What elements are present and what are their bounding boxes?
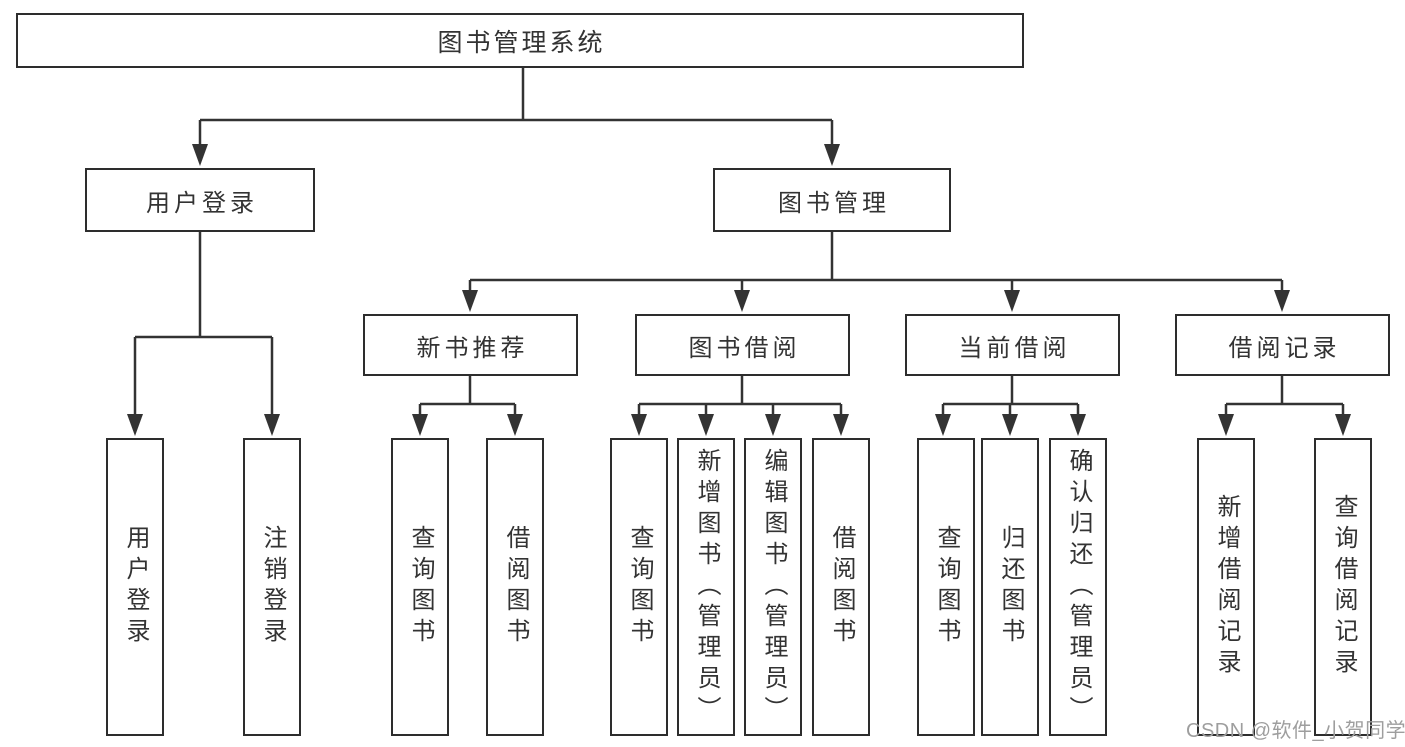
arrowhead-icon [264,414,280,436]
arrowhead-icon [1274,290,1290,312]
node-label: 图书管理系统 [437,28,606,57]
arrowhead-icon [412,414,428,436]
connector-book-borrow-fork [637,376,843,420]
connector-user-login-fork [133,232,274,420]
node-book-management: 图书管理 [713,168,951,232]
arrowhead-icon [765,414,781,436]
leaf-user-login: 用户登录 [106,438,164,736]
arrowhead-icon [462,290,478,312]
arrowhead-icon [824,144,840,166]
leaf-logout: 注销登录 [243,438,301,736]
arrowhead-icon [192,144,208,166]
node-label: 用户登录 [146,189,258,217]
node-current-borrow: 当前借阅 [905,314,1120,376]
node-label: 归还图书 [997,525,1024,649]
arrowhead-icon [1070,414,1086,436]
node-book-borrow: 图书借阅 [635,314,850,376]
node-label: 借阅记录 [1228,334,1341,362]
arrowhead-icon [698,414,714,436]
node-label: 用户登录 [122,525,149,649]
connector-new-book-fork [418,376,517,420]
leaf-edit-books-admin: 编辑图书（管理员） [744,438,802,736]
node-label: 借阅图书 [828,525,855,649]
leaf-add-books-admin: 新增图书（管理员） [677,438,735,736]
connector-root-fork [198,68,834,150]
node-label: 新增借阅记录 [1213,494,1240,680]
leaf-add-borrow-record: 新增借阅记录 [1197,438,1255,736]
arrowhead-icon [1335,414,1351,436]
arrowhead-icon [1002,414,1018,436]
node-label: 借阅图书 [502,525,529,649]
leaf-query-borrow-record: 查询借阅记录 [1314,438,1372,736]
node-label: 确认归还（管理员） [1065,447,1092,727]
arrowhead-icon [1218,414,1234,436]
arrowheads [127,144,1351,436]
node-label: 新书推荐 [416,334,529,362]
arrowhead-icon [1004,290,1020,312]
leaf-query-books: 查询图书 [391,438,449,736]
node-label: 查询图书 [933,525,960,649]
connector-borrow-records-fork [1224,376,1345,420]
node-label: 图书管理 [778,189,890,217]
node-label: 注销登录 [259,525,286,649]
leaf-borrow-books: 借阅图书 [486,438,544,736]
node-library-management-system: 图书管理系统 [16,13,1024,68]
connector-current-borrow-fork [941,376,1080,420]
node-label: 图书借阅 [688,334,801,362]
node-label: 编辑图书（管理员） [760,447,787,727]
node-label: 查询图书 [626,525,653,649]
leaf-confirm-return-admin: 确认归还（管理员） [1049,438,1107,736]
leaf-return-books: 归还图书 [981,438,1039,736]
leaf-query-books: 查询图书 [610,438,668,736]
node-new-book-recommend: 新书推荐 [363,314,578,376]
arrowhead-icon [734,290,750,312]
arrowhead-icon [935,414,951,436]
csdn-watermark: CSDN @软件_小贺同学 [1186,720,1405,742]
arrowhead-icon [631,414,647,436]
connector-book-mgmt-fork [468,232,1284,298]
node-borrow-records: 借阅记录 [1175,314,1390,376]
arrowhead-icon [833,414,849,436]
arrowhead-icon [127,414,143,436]
node-user-login: 用户登录 [85,168,315,232]
arrowhead-icon [507,414,523,436]
node-label: 查询图书 [407,525,434,649]
node-label: 查询借阅记录 [1330,494,1357,680]
leaf-query-books: 查询图书 [917,438,975,736]
leaf-borrow-books: 借阅图书 [812,438,870,736]
node-label: 新增图书（管理员） [693,447,720,727]
node-label: 当前借阅 [958,334,1071,362]
